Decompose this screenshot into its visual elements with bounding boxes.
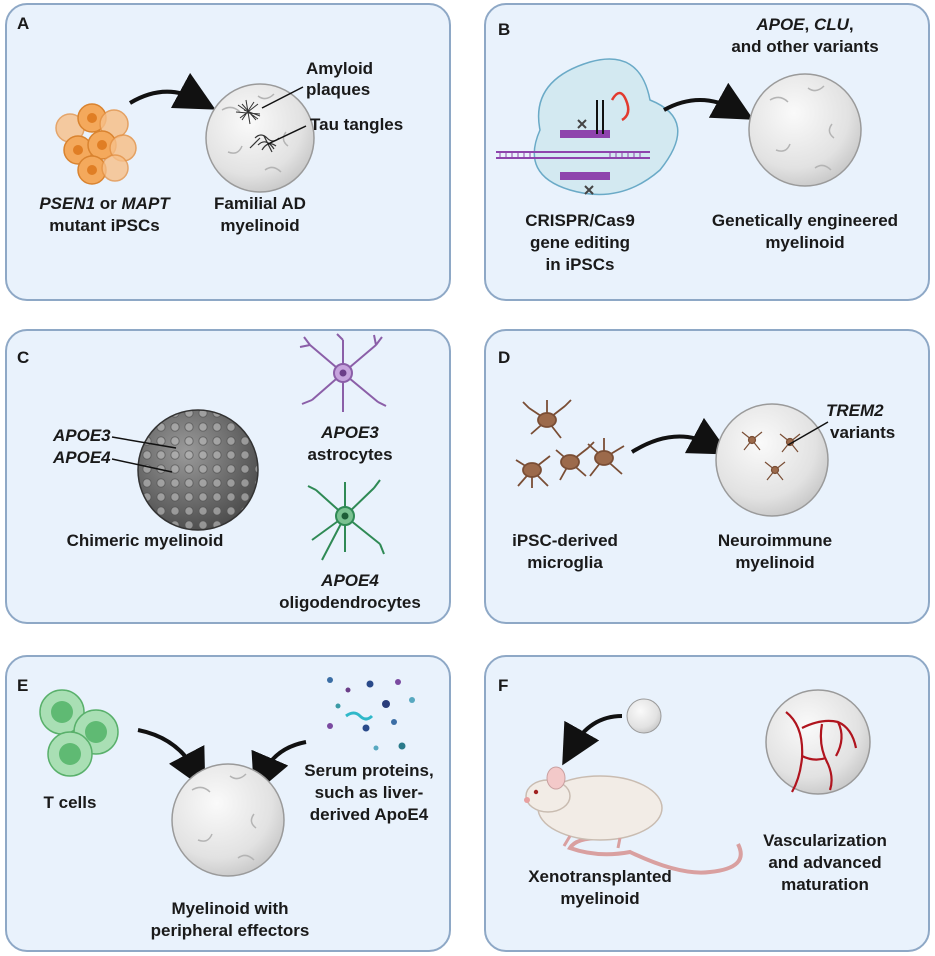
ipsc-cluster-icon: [55, 103, 137, 185]
mouse-icon: [524, 766, 743, 875]
amyloid-label: Amyloid: [306, 59, 374, 78]
mapt-gene: MAPT: [121, 194, 170, 213]
panel-label-e: E: [17, 676, 29, 695]
trem2-leader-line: [787, 421, 829, 446]
clu-gene: CLU: [813, 15, 849, 34]
serum-proteins-icon: [327, 677, 415, 751]
apoe3-leader-line: [111, 436, 177, 449]
tau-tangles-label: Tau tangles: [310, 115, 404, 134]
engineered-label-line1: Genetically engineered: [711, 211, 899, 230]
panel-label-d: D: [498, 348, 511, 367]
oligodendrocytes-label-line2: oligodendrocytes: [279, 593, 421, 612]
effector-label-line1: Myelinoid with: [171, 899, 289, 918]
apoe4-leader-line: [111, 458, 173, 473]
t-cells-icon: [39, 689, 119, 777]
vascularized-myelinoid-icon: [765, 689, 871, 795]
panel-label-b: B: [498, 20, 511, 39]
familial-myelinoid-label: myelinoid: [220, 216, 300, 235]
vascularization-label-line1: Vascularization: [763, 831, 887, 850]
arrow-b: [663, 82, 754, 120]
arrow-e-left: [137, 728, 206, 790]
chimeric-myelinoid-icon: [137, 409, 259, 531]
variants-label-line1: APOE, CLU,: [756, 15, 854, 34]
arrow-a: [128, 72, 216, 110]
xenotransplanted-label-line1: Xenotransplanted: [528, 867, 672, 886]
tangles-leader-line: [267, 125, 307, 145]
trem2-label: TREM2: [826, 401, 884, 420]
trem2-variants-label: variants: [830, 423, 896, 442]
serum-label-line2: such as liver-: [314, 783, 424, 802]
crispr-cas9-icon: [496, 58, 679, 196]
crispr-label-line1: CRISPR/Cas9: [525, 211, 635, 230]
chimeric-myelinoid-label: Chimeric myelinoid: [66, 531, 224, 550]
familial-ad-label: Familial AD: [214, 194, 306, 213]
plaques-leader-line: [261, 86, 304, 109]
neuroimmune-label-line1: Neuroimmune: [717, 531, 833, 550]
psen1-gene: PSEN1: [39, 194, 96, 213]
xenotransplanted-label-line2: myelinoid: [560, 889, 640, 908]
small-myelinoid-icon: [626, 698, 662, 734]
oligodendrocytes-label-line1: APOE4: [321, 571, 379, 590]
panel-label-c: C: [17, 348, 30, 367]
astrocytes-label-line2: astrocytes: [307, 445, 393, 464]
apoe3-chimeric-label: APOE3: [53, 426, 111, 445]
apoe4-chimeric-label: APOE4: [53, 448, 111, 467]
panel-d: [484, 329, 930, 624]
neuroimmune-label-line2: myelinoid: [735, 553, 815, 572]
serum-label-line1: Serum proteins,: [304, 761, 434, 780]
microglia-icon: [515, 399, 625, 488]
effector-myelinoid-icon: [171, 763, 285, 877]
crispr-label-line2: gene editing: [529, 233, 631, 252]
or-text: or: [95, 194, 122, 213]
astrocytes-label-line1: APOE3: [321, 423, 379, 442]
serum-label-line3: derived ApoE4: [309, 805, 429, 824]
microglia-label-line1: iPSC-derived: [512, 531, 618, 550]
effector-label-line2: peripheral effectors: [150, 921, 310, 940]
vascularization-label-line2: and advanced: [768, 853, 882, 872]
t-cells-label: T cells: [43, 793, 97, 812]
arrow-e-right: [251, 740, 307, 795]
arrow-d: [630, 417, 730, 455]
microglia-label-line2: microglia: [527, 553, 603, 572]
panel-label-a: A: [17, 14, 30, 33]
variants-label-line2: and other variants: [731, 37, 879, 56]
ipsc-label-line2: mutant iPSCs: [49, 216, 160, 235]
apoe-gene: APOE: [756, 15, 805, 34]
arrow-f: [562, 714, 623, 766]
astrocyte-icon: [299, 333, 387, 412]
engineered-myelinoid-icon: [748, 73, 862, 187]
oligodendrocyte-icon: [307, 479, 385, 561]
plaques-label: plaques: [306, 80, 371, 99]
amyloid-plaque-icon: [235, 99, 261, 125]
panel-label-f: F: [498, 676, 509, 695]
neuroimmune-myelinoid-icon: [715, 403, 829, 517]
vascularization-label-line3: maturation: [781, 875, 869, 894]
engineered-label-line2: myelinoid: [765, 233, 845, 252]
crispr-label-line3: in iPSCs: [545, 255, 615, 274]
ipsc-label-line1: PSEN1 or MAPT: [22, 193, 187, 215]
familial-myelinoid-icon: [205, 83, 315, 193]
